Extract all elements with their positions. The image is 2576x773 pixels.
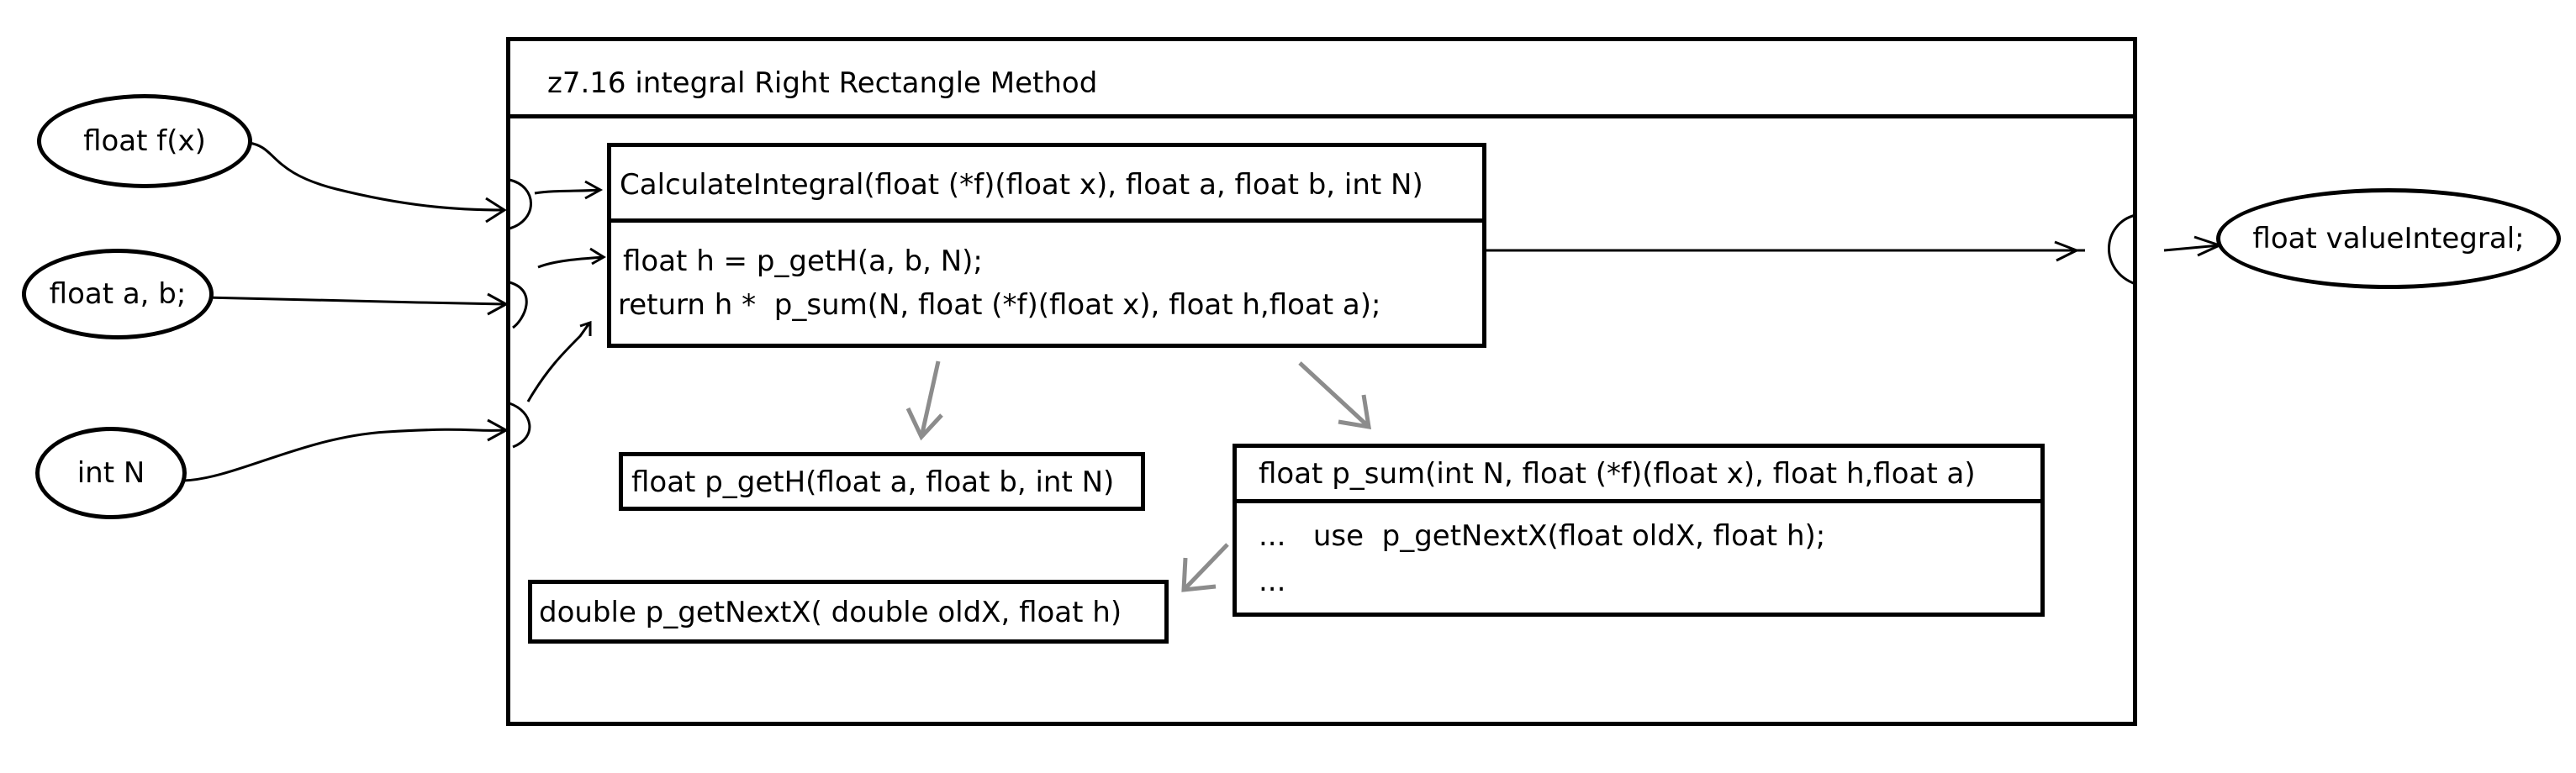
wire-n-to-port [182,428,505,482]
input-label-n: int N [77,456,145,490]
gray-arrowhead-getH [905,407,943,441]
port-f [509,178,532,230]
gray-arrow-to-getH [919,360,941,438]
gray-arrowhead-psum [1338,394,1372,430]
port-output [2108,213,2136,286]
main-function-signature: CalculateIntegral(float (*f)(float x), f… [611,147,1482,223]
input-oval-ab: float a, b; [22,249,214,339]
next-x-function-box: double p_getNextX( double oldX, float h) [528,580,1169,644]
method-frame: z7.16 integral Right Rectangle Method [506,37,2137,726]
arrowhead-port-f [584,180,604,200]
input-label-ab: float a, b; [49,277,187,311]
arrowhead-port-n [579,320,592,336]
port-n [509,402,531,449]
wire-ab-to-port [206,296,505,306]
get-h-function-box: float p_getH(float a, float b, int N) [619,452,1145,511]
p-sum-body-line: ... use p_getNextX(float oldX, float h); [1259,519,1826,553]
wire-output-port-to-oval [2163,244,2220,252]
main-body-line: float h = p_getH(a, b, N); [623,245,983,278]
arrowhead-f [485,197,507,223]
p-sum-signature: float p_sum(int N, float (*f)(float x), … [1237,448,2040,503]
input-oval-f: float f(x) [37,94,252,188]
wire-f-to-port [248,141,505,212]
output-oval: float valueIntegral; [2216,188,2561,289]
wire-port-ab-to-main [537,255,604,269]
main-body-line: return h * p_sum(N, float (*f)(float x),… [618,288,1381,322]
gray-arrowhead-nextx [1181,557,1217,592]
p-sum-body: ... use p_getNextX(float oldX, float h);… [1237,503,2040,604]
main-function-box: CalculateIntegral(float (*f)(float x), f… [607,143,1486,348]
p-sum-body-line: ... [1259,565,1286,598]
wire-port-n-to-main [526,323,590,402]
main-function-body: float h = p_getH(a, b, N); return h * p_… [611,223,1482,327]
gray-arrow-to-nextx [1184,543,1229,590]
wire-port-f-to-main [534,188,599,195]
output-label: float valueIntegral; [2252,222,2525,255]
arrowhead-port-ab [589,247,606,266]
gray-arrow-to-psum [1298,361,1369,427]
input-label-f: float f(x) [83,124,206,158]
port-ab [509,281,528,329]
input-oval-n: int N [35,427,187,519]
frame-title: z7.16 integral Right Rectangle Method [510,41,2133,118]
arrowhead-main-out [2054,240,2080,262]
p-sum-function-box: float p_sum(int N, float (*f)(float x), … [1233,444,2045,617]
